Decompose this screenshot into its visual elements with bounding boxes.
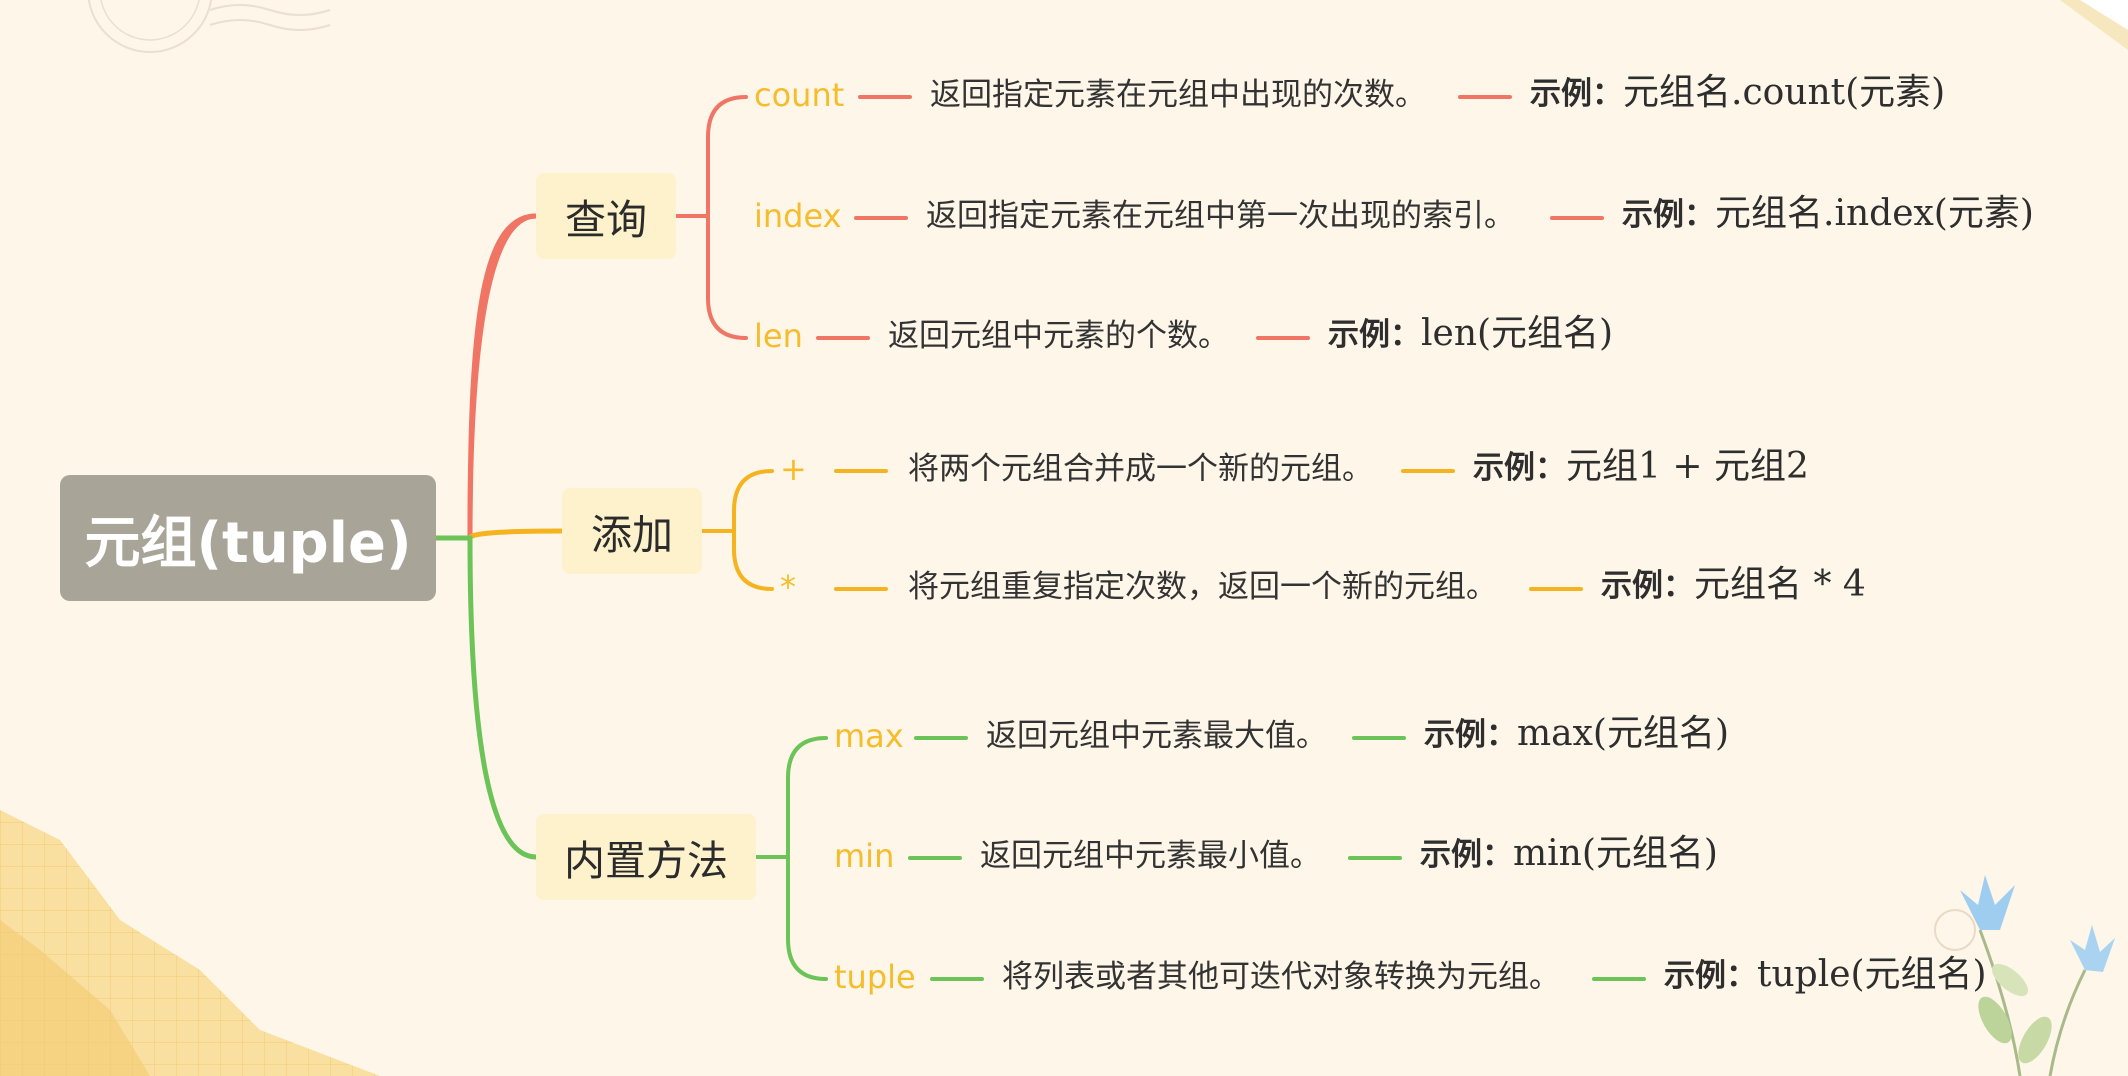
connector-root-builtin	[433, 535, 539, 860]
example-label: 示例：	[1664, 958, 1757, 994]
example-formula: 元组名 * 4	[1694, 564, 1866, 605]
example-add-0: 示例：元组1 + 元组2	[1473, 443, 1809, 492]
leaf-query-1: index	[754, 197, 842, 235]
leaf-add-0: +	[780, 450, 807, 488]
description-query-2: 返回元组中元素的个数。	[888, 318, 1229, 354]
description-builtin-2: 将列表或者其他可迭代对象转换为元组。	[1002, 959, 1560, 995]
example-label: 示例：	[1420, 837, 1513, 873]
example-formula: tuple(元组名)	[1757, 954, 1987, 995]
root-node: 元组(tuple)	[60, 475, 436, 601]
example-label: 示例：	[1424, 717, 1517, 753]
bracket-query	[706, 95, 748, 340]
root-label: 元组(tuple)	[84, 510, 412, 576]
description-add-0: 将两个元组合并成一个新的元组。	[908, 451, 1373, 487]
example-query-1: 示例：元组名.index(元素)	[1622, 190, 2034, 239]
bracket-add	[732, 469, 774, 591]
connector-root-query-curve	[467, 213, 539, 541]
bracket-builtin	[786, 736, 828, 981]
example-add-1: 示例：元组名 * 4	[1601, 561, 1866, 610]
leaf-query-0: count	[754, 76, 845, 114]
example-formula: 元组1 + 元组2	[1566, 446, 1809, 487]
description-builtin-1: 返回元组中元素最小值。	[980, 838, 1321, 874]
example-formula: max(元组名)	[1517, 713, 1729, 754]
connector-root-query	[433, 213, 539, 541]
leaf-query-2: len	[754, 317, 803, 355]
description-add-1: 将元组重复指定次数，返回一个新的元组。	[908, 569, 1497, 605]
example-builtin-0: 示例：max(元组名)	[1424, 710, 1729, 759]
example-query-0: 示例：元组名.count(元素)	[1530, 69, 1945, 118]
example-query-2: 示例：len(元组名)	[1328, 310, 1613, 359]
branch-node-builtin: 内置方法	[536, 814, 756, 900]
example-formula: 元组名.count(元素)	[1623, 72, 1946, 113]
leaf-builtin-2: tuple	[834, 958, 916, 996]
branch-label-add: 添加	[591, 511, 673, 559]
description-builtin-0: 返回元组中元素最大值。	[986, 718, 1327, 754]
example-label: 示例：	[1622, 197, 1715, 233]
branch-node-add: 添加	[562, 488, 702, 574]
description-query-0: 返回指定元素在元组中出现的次数。	[930, 77, 1426, 113]
branch-label-builtin: 内置方法	[564, 837, 728, 885]
example-label: 示例：	[1328, 317, 1421, 353]
description-query-1: 返回指定元素在元组中第一次出现的索引。	[926, 198, 1515, 234]
example-formula: min(元组名)	[1513, 833, 1718, 874]
branch-label-query: 查询	[565, 196, 647, 244]
example-formula: 元组名.index(元素)	[1715, 193, 2034, 234]
leaf-add-1: *	[780, 568, 796, 606]
example-label: 示例：	[1601, 568, 1694, 604]
leaf-builtin-0: max	[834, 717, 904, 755]
example-builtin-1: 示例：min(元组名)	[1420, 830, 1718, 879]
leaf-builtin-1: min	[834, 837, 895, 875]
example-builtin-2: 示例：tuple(元组名)	[1664, 951, 1987, 1000]
branch-node-query: 查询	[536, 173, 676, 259]
example-formula: len(元组名)	[1421, 313, 1614, 354]
example-label: 示例：	[1473, 450, 1566, 486]
example-label: 示例：	[1530, 76, 1623, 112]
